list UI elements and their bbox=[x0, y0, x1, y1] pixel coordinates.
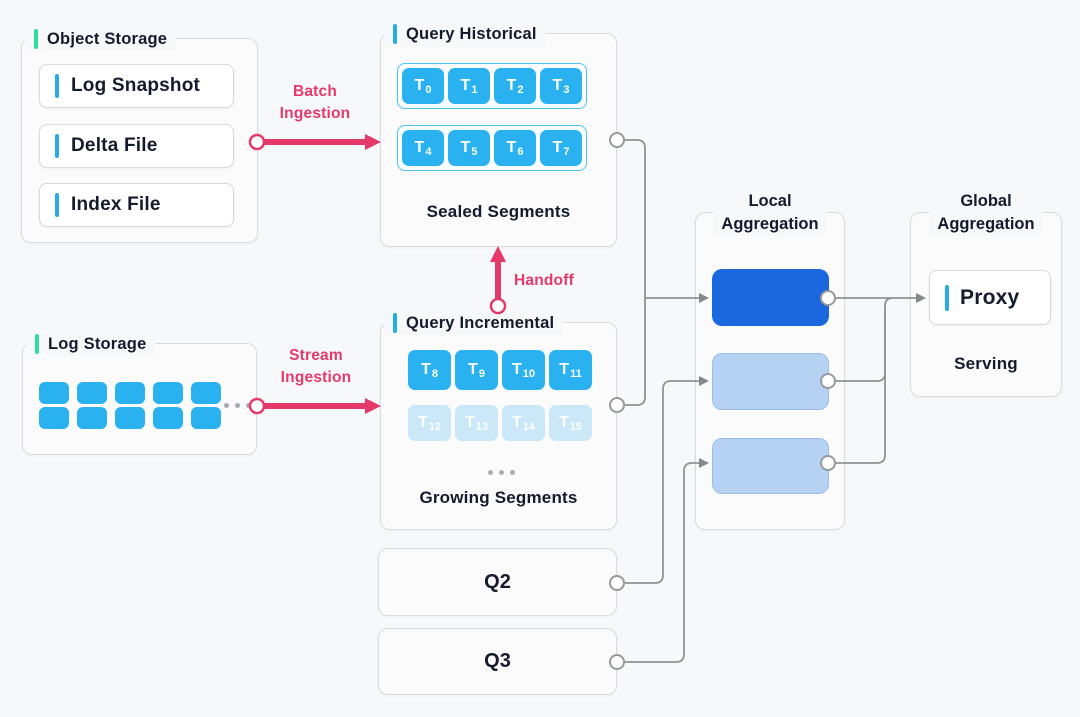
log-block bbox=[191, 407, 221, 429]
q2-panel: Q2 bbox=[378, 548, 617, 616]
green-bar-icon bbox=[35, 334, 39, 354]
log-block bbox=[153, 382, 183, 404]
stream-ingestion-label: Stream Ingestion bbox=[280, 347, 352, 386]
connector-q2-to-aggregation bbox=[624, 380, 700, 584]
ellipsis-dots-icon bbox=[224, 403, 251, 408]
proxy-card: Proxy bbox=[929, 270, 1051, 325]
object-storage-panel: Object Storage Log Snapshot Delta File I… bbox=[21, 27, 258, 243]
log-storage-title: Log Storage bbox=[26, 332, 156, 356]
proxy-label: Proxy bbox=[960, 285, 1020, 309]
log-snapshot-card: Log Snapshot bbox=[39, 64, 234, 108]
log-block bbox=[191, 382, 221, 404]
local-aggregation-panel: Local Aggregation bbox=[695, 190, 845, 530]
local-aggregation-title: Local Aggregation bbox=[713, 190, 827, 236]
arrowhead-icon bbox=[490, 246, 506, 262]
object-storage-title-text: Object Storage bbox=[47, 29, 168, 48]
log-block bbox=[153, 407, 183, 429]
log-block bbox=[77, 382, 107, 404]
global-aggregation-title-line2: Aggregation bbox=[937, 215, 1035, 233]
global-aggregation-title: Global Aggregation bbox=[929, 190, 1043, 236]
blue-bar-icon bbox=[945, 284, 949, 311]
log-block bbox=[115, 382, 145, 404]
log-block bbox=[39, 407, 69, 429]
log-block bbox=[115, 407, 145, 429]
query-incremental-title: Query Incremental bbox=[384, 311, 564, 335]
blue-bar-icon bbox=[55, 193, 59, 217]
blue-bar-icon bbox=[55, 134, 59, 158]
delta-file-label: Delta File bbox=[71, 135, 158, 156]
aggregation-node-secondary-2 bbox=[712, 438, 829, 494]
q3-panel: Q3 bbox=[378, 628, 617, 695]
log-snapshot-label: Log Snapshot bbox=[71, 75, 201, 96]
aggregation-node-primary bbox=[712, 269, 829, 326]
handoff-label: Handoff bbox=[514, 272, 574, 289]
query-historical-title-text: Query Historical bbox=[406, 24, 537, 43]
global-aggregation-title-line1: Global bbox=[960, 192, 1012, 210]
aggregation-node-secondary-1 bbox=[712, 353, 829, 410]
batch-ingestion-label: Batch Ingestion bbox=[279, 83, 351, 122]
index-file-card: Index File bbox=[39, 183, 234, 227]
blue-bar-icon bbox=[393, 313, 397, 333]
log-storage-title-text: Log Storage bbox=[48, 334, 147, 353]
global-aggregation-panel: Global Aggregation Proxy Serving bbox=[910, 190, 1062, 397]
log-blocks-grid bbox=[39, 382, 221, 429]
sealed-segments-caption: Sealed Segments bbox=[426, 202, 571, 221]
local-aggregation-title-line1: Local bbox=[748, 192, 792, 210]
local-aggregation-title-line2: Aggregation bbox=[721, 215, 819, 233]
query-incremental-title-text: Query Incremental bbox=[406, 313, 555, 332]
connector-q3-to-aggregation bbox=[624, 462, 700, 663]
q3-label: Q3 bbox=[484, 650, 511, 672]
delta-file-card: Delta File bbox=[39, 124, 234, 168]
object-storage-title: Object Storage bbox=[25, 27, 177, 51]
ellipsis-dots-icon bbox=[488, 470, 515, 475]
serving-caption: Serving bbox=[954, 354, 1018, 373]
log-block bbox=[77, 407, 107, 429]
log-block bbox=[39, 382, 69, 404]
q2-label: Q2 bbox=[484, 570, 511, 593]
growing-segments-caption: Growing Segments bbox=[419, 488, 578, 507]
index-file-label: Index File bbox=[71, 194, 161, 215]
arrowhead-icon bbox=[365, 134, 381, 150]
log-storage-panel: Log Storage bbox=[22, 332, 257, 455]
blue-bar-icon bbox=[393, 24, 397, 44]
green-bar-icon bbox=[34, 29, 38, 49]
arrowhead-icon bbox=[365, 398, 381, 414]
connector-historical-incremental bbox=[624, 139, 646, 406]
blue-bar-icon bbox=[55, 74, 59, 98]
query-historical-title: Query Historical bbox=[384, 22, 546, 46]
